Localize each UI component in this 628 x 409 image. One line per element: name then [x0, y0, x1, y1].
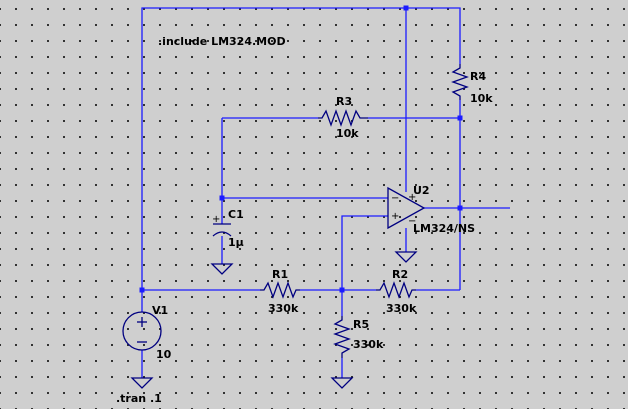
- resistor-r2-symbol: [376, 281, 416, 299]
- v1-value: 10: [156, 348, 172, 361]
- junctions: [139, 5, 463, 293]
- ground-icon: [210, 263, 234, 275]
- junction-dot: [219, 195, 225, 201]
- resistor-r1-symbol: [260, 281, 300, 299]
- r3-ref: R3: [336, 95, 352, 108]
- r1-ref: R1: [272, 268, 288, 281]
- junction-dot: [457, 115, 463, 121]
- resistor-r1[interactable]: R1 330k: [260, 268, 300, 315]
- junction-dot: [339, 287, 345, 293]
- opamp-minus-sign: −: [391, 193, 399, 204]
- tran-directive[interactable]: .tran .1: [116, 392, 162, 405]
- ground-icon: [130, 377, 154, 389]
- u2-model: LM324/NS: [413, 222, 475, 235]
- wires: [141, 7, 510, 378]
- wire-noninv-input: [341, 215, 388, 290]
- c1-plate-bottom: [212, 231, 232, 237]
- junction-dot: [457, 205, 463, 211]
- capacitor-c1[interactable]: + C1 1µ: [212, 208, 244, 249]
- c1-plus: +: [212, 214, 220, 225]
- r5-value: 330k: [353, 338, 384, 351]
- opamp-supply-minus: −: [408, 216, 416, 227]
- r3-value: 10k: [336, 127, 359, 140]
- opamp-supply-plus: +: [408, 192, 416, 203]
- r2-value: 330k: [386, 302, 417, 315]
- c1-ref: C1: [228, 208, 244, 221]
- r4-ref: R4: [470, 70, 486, 83]
- junction-dot: [403, 5, 409, 11]
- c1-value: 1µ: [228, 236, 244, 249]
- r5-ref: R5: [353, 318, 369, 331]
- v1-ref: V1: [152, 304, 168, 317]
- r1-value: 330k: [268, 302, 299, 315]
- v1-circle: [122, 311, 162, 351]
- voltage-source-v1[interactable]: V1 10: [122, 300, 172, 361]
- wire-top-loop: [141, 7, 461, 300]
- r2-ref: R2: [392, 268, 408, 281]
- opamp-plus-sign: +: [391, 211, 399, 222]
- ground-icon: [330, 377, 354, 389]
- ground-icon: [394, 251, 418, 263]
- opamp-triangle: [387, 186, 426, 230]
- junction-dot: [139, 287, 145, 293]
- opamp-u2[interactable]: − + + − U2 LM324/NS: [387, 184, 475, 235]
- resistor-r3[interactable]: R3 10k: [318, 95, 368, 140]
- include-directive[interactable]: .include LM324.MOD: [158, 35, 286, 48]
- resistor-r2[interactable]: R2 330k: [376, 268, 417, 315]
- resistor-r3-symbol: [318, 109, 368, 127]
- resistor-r4-symbol: [451, 64, 469, 100]
- r4-value: 10k: [470, 92, 493, 105]
- resistor-r4[interactable]: R4 10k: [451, 64, 493, 105]
- u2-ref: U2: [413, 184, 430, 197]
- resistor-r5-symbol: [333, 316, 351, 358]
- resistor-r5[interactable]: R5 330k: [333, 316, 384, 358]
